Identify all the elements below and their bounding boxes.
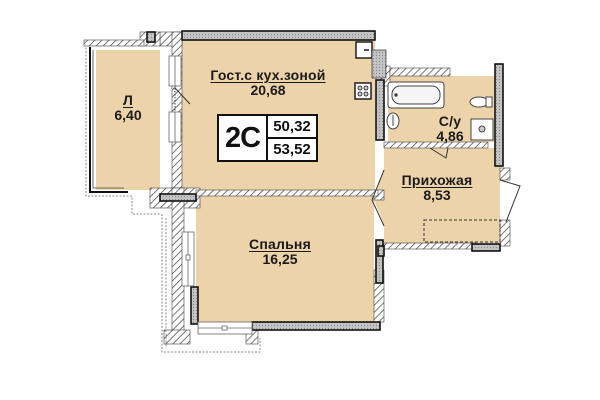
total-area-value: 53,52 — [273, 141, 311, 158]
toilet — [469, 96, 489, 108]
room-name: Гост.с кух.зоной — [210, 67, 326, 83]
apartment-areas: 50,32 53,52 — [268, 116, 316, 160]
room-label-balcony: Л 6,40 — [114, 93, 141, 122]
stove — [354, 82, 372, 100]
kitchen-fixtures — [354, 41, 387, 100]
room-label-bathroom: С/у 4,86 — [436, 114, 463, 143]
windows — [168, 55, 253, 335]
bathroom-fixtures — [386, 81, 494, 141]
concrete-walls — [146, 30, 504, 331]
room-label-bedroom: Спальня 16,25 — [249, 237, 311, 266]
apartment-info-badge: 2С 50,32 53,52 — [217, 114, 318, 162]
bath-door — [429, 147, 449, 159]
room-name: Л — [122, 92, 134, 108]
room-name: Прихожая — [401, 172, 473, 188]
entry-door — [499, 179, 521, 223]
living-area-value: 50,32 — [268, 116, 316, 139]
room-area: 6,40 — [114, 106, 142, 123]
bedroom-frame — [161, 214, 261, 353]
room-area: 4,86 — [436, 127, 464, 144]
room-area: 20,68 — [250, 81, 286, 98]
room-area: 16,25 — [262, 250, 298, 267]
room-label-living: Гост.с кух.зоной 20,68 — [210, 68, 325, 97]
room-name: С/у — [438, 113, 462, 129]
balcony-door-leaf — [174, 87, 191, 105]
room-area: 8,53 — [423, 186, 451, 203]
room-label-hallway: Прихожая 8,53 — [402, 173, 473, 202]
bedroom-floor — [196, 196, 374, 323]
room-name: Спальня — [249, 236, 311, 252]
balcony-floor — [96, 50, 160, 190]
hallway-floor — [374, 148, 500, 243]
wardrobe-outline — [423, 219, 501, 243]
bedroom-door — [371, 169, 385, 227]
doors — [174, 87, 521, 243]
apartment-type: 2С — [219, 116, 268, 160]
